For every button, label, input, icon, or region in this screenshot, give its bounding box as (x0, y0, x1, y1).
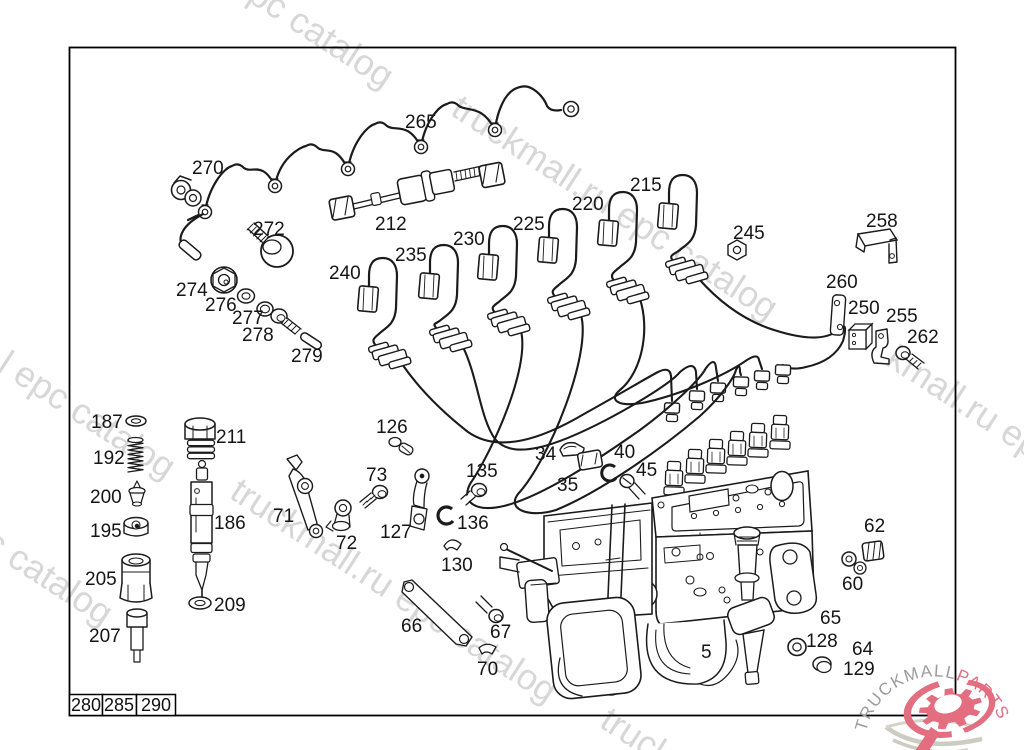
svg-text:277: 277 (232, 308, 264, 329)
svg-text:130: 130 (441, 555, 473, 576)
svg-text:285: 285 (104, 695, 134, 715)
svg-text:280: 280 (71, 695, 101, 715)
svg-text:135: 135 (466, 461, 498, 482)
svg-text:40: 40 (614, 442, 635, 463)
svg-text:211: 211 (216, 427, 246, 448)
svg-text:225: 225 (513, 214, 545, 235)
svg-text:64: 64 (852, 639, 874, 660)
svg-text:262: 262 (907, 327, 939, 348)
svg-text:230: 230 (453, 229, 485, 250)
svg-text:250: 250 (848, 298, 880, 319)
svg-text:260: 260 (826, 272, 858, 293)
svg-text:128: 128 (806, 631, 838, 652)
svg-text:127: 127 (380, 522, 412, 543)
svg-text:195: 195 (90, 521, 122, 542)
svg-text:200: 200 (90, 487, 122, 508)
svg-text:34: 34 (535, 444, 557, 465)
svg-text:66: 66 (401, 616, 422, 637)
svg-text:212: 212 (375, 214, 407, 235)
svg-text:240: 240 (329, 263, 361, 284)
svg-text:209: 209 (214, 595, 246, 616)
svg-text:274: 274 (176, 280, 208, 301)
svg-text:129: 129 (843, 659, 875, 680)
svg-text:62: 62 (864, 516, 885, 537)
svg-text:45: 45 (636, 460, 657, 481)
svg-text:186: 186 (214, 513, 246, 534)
svg-text:276: 276 (205, 295, 237, 316)
svg-text:270: 270 (192, 158, 224, 179)
svg-text:215: 215 (630, 175, 662, 196)
svg-text:245: 245 (733, 223, 765, 244)
svg-text:72: 72 (336, 533, 357, 554)
svg-text:136: 136 (457, 513, 489, 534)
svg-text:205: 205 (85, 569, 117, 590)
svg-text:67: 67 (490, 622, 511, 643)
svg-text:70: 70 (477, 659, 498, 680)
svg-text:126: 126 (376, 417, 408, 438)
svg-text:5: 5 (701, 642, 712, 663)
svg-text:290: 290 (141, 695, 171, 715)
svg-text:35: 35 (557, 475, 578, 496)
svg-text:255: 255 (886, 306, 918, 327)
svg-text:235: 235 (395, 245, 427, 266)
svg-text:207: 207 (89, 626, 121, 647)
svg-text:278: 278 (242, 325, 274, 346)
svg-text:73: 73 (366, 465, 387, 486)
svg-text:272: 272 (253, 219, 285, 240)
svg-text:192: 192 (93, 448, 125, 469)
svg-text:187: 187 (91, 412, 123, 433)
svg-text:265: 265 (405, 112, 437, 133)
svg-text:220: 220 (572, 194, 604, 215)
svg-text:279: 279 (291, 346, 323, 367)
svg-text:258: 258 (866, 211, 898, 232)
svg-text:71: 71 (273, 506, 294, 527)
svg-text:60: 60 (842, 574, 863, 595)
svg-text:65: 65 (820, 608, 841, 629)
